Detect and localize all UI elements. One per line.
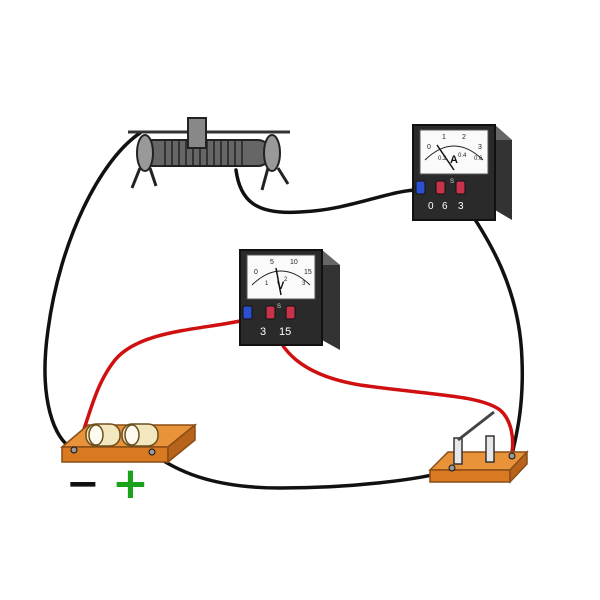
red-wire-voltmeter-to-switch — [268, 318, 515, 454]
ammeter-scale-top-0: 0 — [427, 144, 431, 151]
voltmeter-scale-bottom-1: 2 — [284, 277, 288, 283]
switch-lever[interactable] — [457, 410, 495, 442]
voltmeter-terminal-label-0: 3 — [260, 326, 266, 338]
ammeter-case-side — [495, 125, 512, 220]
ammeter-terminal-red-1[interactable] — [435, 180, 446, 195]
voltmeter-needle — [275, 267, 282, 296]
ammeter-terminal-label-1: 6 — [442, 201, 448, 212]
switch-board-side — [509, 450, 528, 484]
ammeter-scale-top-3: 3 — [478, 144, 482, 151]
battery — [59, 423, 198, 464]
voltmeter-scale-top-2: 10 — [290, 259, 298, 266]
voltmeter: 0 5 10 15 1 2 3 V S 3 15 — [239, 249, 340, 350]
battery-cell-right-cap — [124, 424, 140, 446]
voltmeter-scale-top-3: 15 — [304, 269, 312, 276]
ammeter-scale-bottom-1: 0.4 — [458, 153, 467, 159]
rheostat-left-cap — [136, 134, 154, 172]
red-wire-voltmeter-to-battery — [78, 318, 247, 442]
switch-terminal-left[interactable] — [448, 464, 456, 472]
voltmeter-terminal-red-2[interactable] — [285, 305, 296, 320]
wires — [43, 131, 525, 490]
battery-board-side — [167, 423, 196, 464]
black-wire-rheostat-to-ammeter — [234, 168, 420, 215]
switch-board-front — [429, 469, 511, 483]
ammeter-scale-bottom-2: 0.6 — [474, 156, 483, 162]
ammeter-unit-label: A — [450, 154, 458, 166]
switch-post-right — [485, 435, 495, 463]
voltmeter-scale-top-1: 5 — [270, 259, 274, 266]
switch-post-left — [453, 437, 463, 465]
voltmeter-terminal-label-1: 15 — [279, 326, 291, 338]
ammeter-terminal-blue[interactable] — [415, 180, 426, 195]
rheostat-right-cap — [263, 134, 281, 172]
ammeter-scale-bottom-0: 0.2 — [438, 156, 447, 162]
battery-terminal-negative[interactable] — [70, 446, 78, 454]
ammeter-s-mark: S — [450, 179, 454, 185]
ammeter-terminal-red-2[interactable] — [455, 180, 466, 195]
rheostat-windings — [164, 140, 243, 166]
battery-cell-left-cap — [88, 424, 104, 446]
ammeter-terminal-label-2: 3 — [458, 201, 464, 212]
ammeter-terminal-label-0: 0 — [428, 201, 434, 212]
battery-minus-label: − — [66, 461, 100, 507]
voltmeter-s-mark: S — [277, 304, 281, 310]
switch-terminal-right[interactable] — [508, 452, 516, 460]
voltmeter-scale-bottom-0: 1 — [265, 281, 269, 287]
rheostat-right-leg — [260, 167, 290, 191]
ammeter-needle — [436, 144, 455, 171]
ammeter-scale-arc — [424, 145, 484, 161]
ammeter: 0 1 2 3 0.2 0.4 0.6 A S 0 6 3 — [412, 124, 512, 221]
voltmeter-unit-label: V — [277, 280, 285, 292]
voltmeter-case-side — [322, 250, 340, 350]
ammeter-face — [419, 129, 489, 175]
ammeter-scale-top-2: 2 — [462, 134, 466, 141]
switch — [428, 410, 529, 484]
voltmeter-terminal-blue[interactable] — [242, 305, 253, 320]
voltmeter-scale-arc — [251, 270, 311, 286]
black-wire-battery-to-switch — [148, 450, 454, 490]
battery-terminal-positive[interactable] — [148, 448, 156, 456]
black-wire-ammeter-to-switch — [460, 198, 525, 457]
voltmeter-scale-top-0: 0 — [254, 269, 258, 276]
rheostat — [128, 117, 290, 191]
rheostat-left-leg — [130, 167, 158, 189]
voltmeter-terminal-red-1[interactable] — [265, 305, 276, 320]
black-wire-rheostat-to-battery — [43, 131, 142, 450]
battery-plus-label: + — [112, 458, 149, 509]
ammeter-scale-top-1: 1 — [442, 134, 446, 141]
rheostat-slider[interactable] — [187, 117, 207, 149]
voltmeter-scale-bottom-2: 3 — [302, 281, 306, 287]
